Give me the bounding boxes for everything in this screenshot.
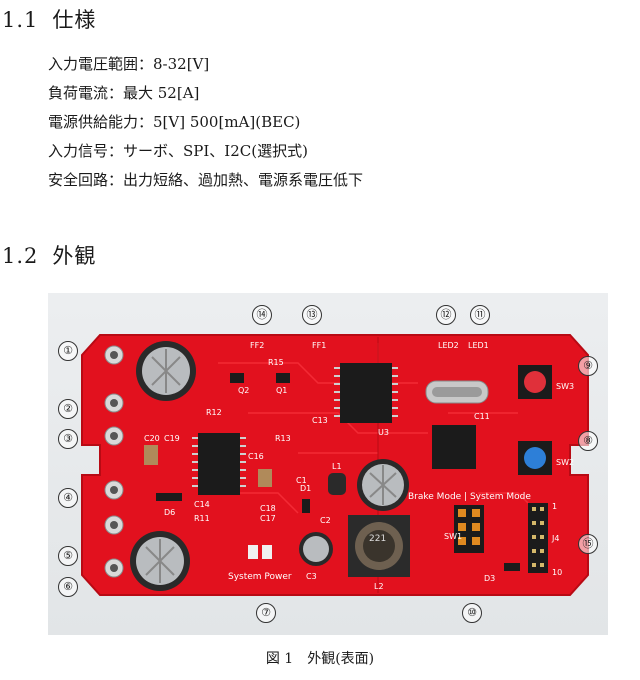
spec-item: 負荷電流：最大 52[A] [48,84,200,102]
driver-ic [198,433,240,495]
section-number: 1.2 [2,244,39,268]
silk-d1: D1 [300,484,311,493]
silk-q2: Q2 [238,386,249,395]
silk-l1: L1 [332,462,342,471]
spec-item: 安全回路：出力短絡、過加熱、電源系電圧低下 [48,171,364,189]
capacitor-top [136,341,196,401]
silk-pin-1: 1 [552,502,557,511]
callout-3: ③ [58,429,78,449]
callout-6: ⑥ [58,577,78,597]
section-heading-specs: 1.1 仕様 [2,4,96,34]
capacitor-bottom [130,531,190,591]
spec-item: 入力信号：サーボ、SPI、I2C(選択式) [48,142,308,160]
mcu-ic [432,425,476,469]
silk-c3: C3 [306,572,317,581]
silk-r15: R15 [268,358,284,367]
silk-c18: C18 [260,504,276,513]
silk-d3: D3 [484,574,495,583]
callout-11: ⑪ [470,305,490,325]
silk-ff2: FF2 [250,341,264,350]
silk-sw3: SW3 [556,382,574,391]
section-title: 外観 [52,244,97,268]
figure-caption-text: 外観(表面) [307,651,375,667]
silk-sw2: SW2 [556,458,574,467]
silk-r12: R12 [206,408,222,417]
section-title: 仕様 [52,8,97,32]
spec-item: 電源供給能力：5[V] 500[mA](BEC) [48,113,301,131]
callout-12: ⑫ [436,305,456,325]
silk-c1: C1 [296,476,307,485]
pin-header-j4 [528,503,548,573]
silk-c20: C20 [144,434,160,443]
pcb-illustration: 221 [81,334,589,596]
callout-14: ⑭ [252,305,272,325]
silk-c11: C11 [474,412,490,421]
board-photo: 221 [48,293,608,635]
u3-ic [340,363,392,423]
silk-q1: Q1 [276,386,287,395]
silk-r11: R11 [194,514,210,523]
callout-1: ① [58,341,78,361]
silk-d6: D6 [164,508,175,517]
spec-item: 入力電圧範囲：8-32[V] [48,55,210,73]
callout-9: ⑨ [578,356,598,376]
silk-c2: C2 [320,516,331,525]
silk-c14: C14 [194,500,210,509]
silk-c19: C19 [164,434,180,443]
callout-5: ⑤ [58,546,78,566]
inductor-l1 [328,473,346,495]
callout-10: ⑩ [462,603,482,623]
figure-caption: 図 1 外観(表面) [0,648,640,668]
silk-pin-10: 10 [552,568,562,577]
terminal-pads [104,345,124,578]
inductor-label: 221 [369,534,386,544]
silk-r13: R13 [275,434,291,443]
section-heading-appearance: 1.2 外観 [2,240,96,270]
silk-system-power: System Power [228,572,292,582]
silk-led2: LED2 [438,341,459,350]
smd-components [144,373,520,571]
silk-c16: C16 [248,452,264,461]
figure-label: 図 1 [265,651,294,667]
callout-8: ⑧ [578,431,598,451]
inductor-l2: 221 [348,515,410,577]
callout-15: ⑮ [578,534,598,554]
callout-7: ⑦ [256,603,276,623]
capacitor-small [299,532,333,566]
callout-2: ② [58,399,78,419]
capacitor-middle [357,459,409,511]
switch-sw2 [518,441,552,475]
silk-j4: J4 [551,534,559,543]
section-number: 1.1 [2,8,39,32]
switch-sw3 [518,365,552,399]
silk-u3: U3 [378,428,389,437]
silk-c13: C13 [312,416,328,425]
silk-mode: Brake Mode | System Mode [408,492,531,502]
silk-ff1: FF1 [312,341,326,350]
callout-4: ④ [58,488,78,508]
silk-l2: L2 [374,582,384,591]
silk-c17: C17 [260,514,276,523]
silk-sw1: SW1 [444,532,462,541]
silk-led1: LED1 [468,341,489,350]
callout-13: ⑬ [302,305,322,325]
spec-list: 入力電圧範囲：8-32[V] 負荷電流：最大 52[A] 電源供給能力：5[V]… [48,50,363,195]
